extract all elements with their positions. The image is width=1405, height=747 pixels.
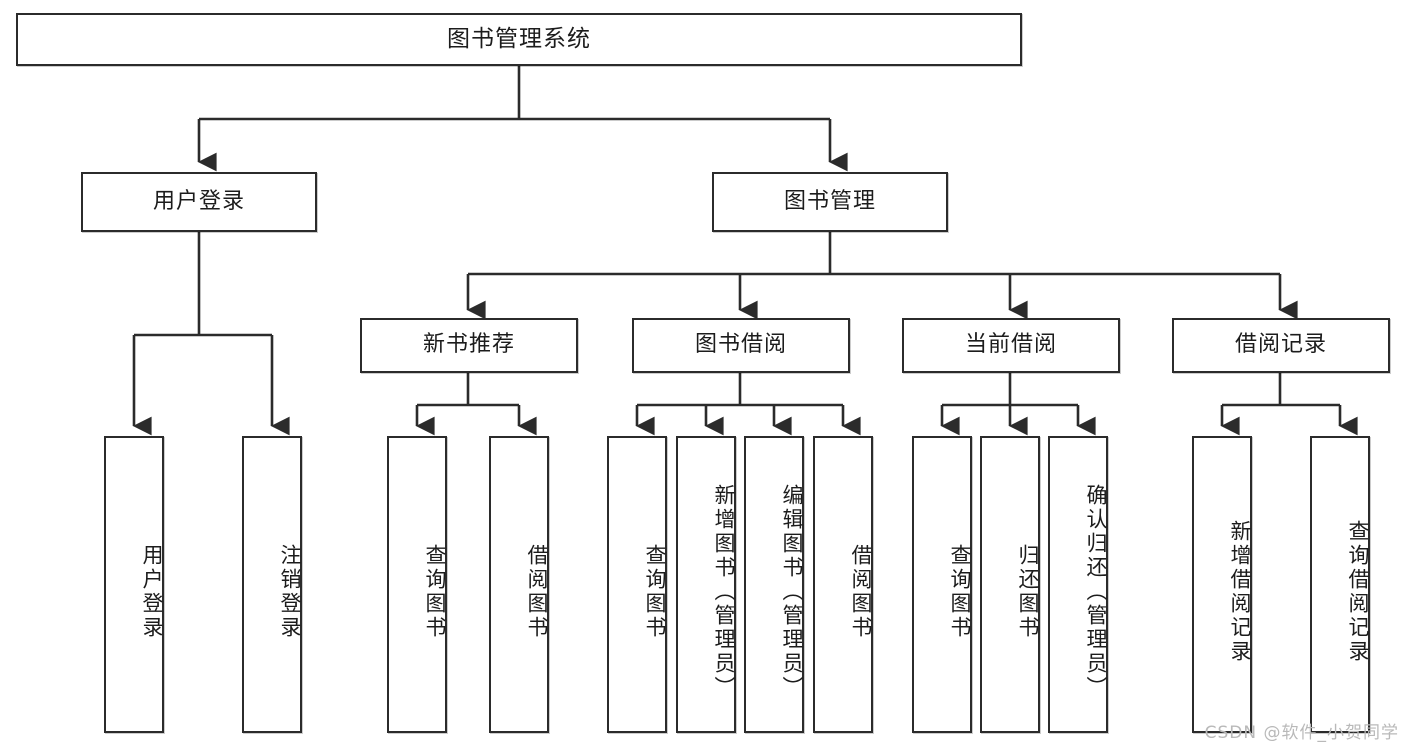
node-label: 注销登录 <box>278 543 302 640</box>
leaf-new-book-query-book[interactable]: 查询图书 <box>387 436 447 733</box>
leaf-book-borrow-add-book-admin[interactable]: 新增图书（管理员） <box>676 436 736 733</box>
node-label: 新增图书（管理员） <box>712 483 736 700</box>
node-label: 新书推荐 <box>422 332 515 358</box>
node-label: 借阅记录 <box>1234 332 1327 358</box>
node-label: 查询借阅记录 <box>1346 519 1370 664</box>
node-label: 用户登录 <box>152 188 245 214</box>
leaf-new-book-borrow-book[interactable]: 借阅图书 <box>489 436 549 733</box>
node-label: 确认归还（管理员） <box>1084 483 1108 700</box>
leaf-borrow-record-query-record[interactable]: 查询借阅记录 <box>1310 436 1370 733</box>
node-new-book-recommend[interactable]: 新书推荐 <box>360 318 578 373</box>
node-label: 新增借阅记录 <box>1228 519 1252 664</box>
leaf-current-borrow-query-book[interactable]: 查询图书 <box>912 436 972 733</box>
node-label: 当前借阅 <box>964 332 1057 358</box>
node-label: 编辑图书（管理员） <box>780 483 804 700</box>
node-label: 图书管理 <box>783 188 876 214</box>
node-user-login[interactable]: 用户登录 <box>81 172 317 232</box>
leaf-book-borrow-edit-book-admin[interactable]: 编辑图书（管理员） <box>744 436 804 733</box>
node-book-management[interactable]: 图书管理 <box>712 172 948 232</box>
node-label: 查询图书 <box>643 543 667 640</box>
node-label: 借阅图书 <box>525 543 549 640</box>
leaf-user-login-login[interactable]: 用户登录 <box>104 436 164 733</box>
watermark-text: CSDN @软件_小贺同学 <box>1204 723 1399 743</box>
node-root-book-management-system[interactable]: 图书管理系统 <box>16 13 1022 66</box>
node-label: 查询图书 <box>423 543 447 640</box>
node-current-borrow[interactable]: 当前借阅 <box>902 318 1120 373</box>
node-label: 借阅图书 <box>849 543 873 640</box>
leaf-current-borrow-confirm-return-admin[interactable]: 确认归还（管理员） <box>1048 436 1108 733</box>
node-label: 图书借阅 <box>694 332 787 358</box>
leaf-book-borrow-borrow-book[interactable]: 借阅图书 <box>813 436 873 733</box>
node-book-borrow[interactable]: 图书借阅 <box>632 318 850 373</box>
leaf-borrow-record-add-record[interactable]: 新增借阅记录 <box>1192 436 1252 733</box>
node-borrow-record[interactable]: 借阅记录 <box>1172 318 1390 373</box>
node-label: 查询图书 <box>948 543 972 640</box>
leaf-book-borrow-query-book[interactable]: 查询图书 <box>607 436 667 733</box>
node-label: 图书管理系统 <box>447 25 591 52</box>
node-label: 用户登录 <box>140 543 164 640</box>
leaf-current-borrow-return-book[interactable]: 归还图书 <box>980 436 1040 733</box>
node-label: 归还图书 <box>1016 543 1040 640</box>
leaf-user-login-logout[interactable]: 注销登录 <box>242 436 302 733</box>
